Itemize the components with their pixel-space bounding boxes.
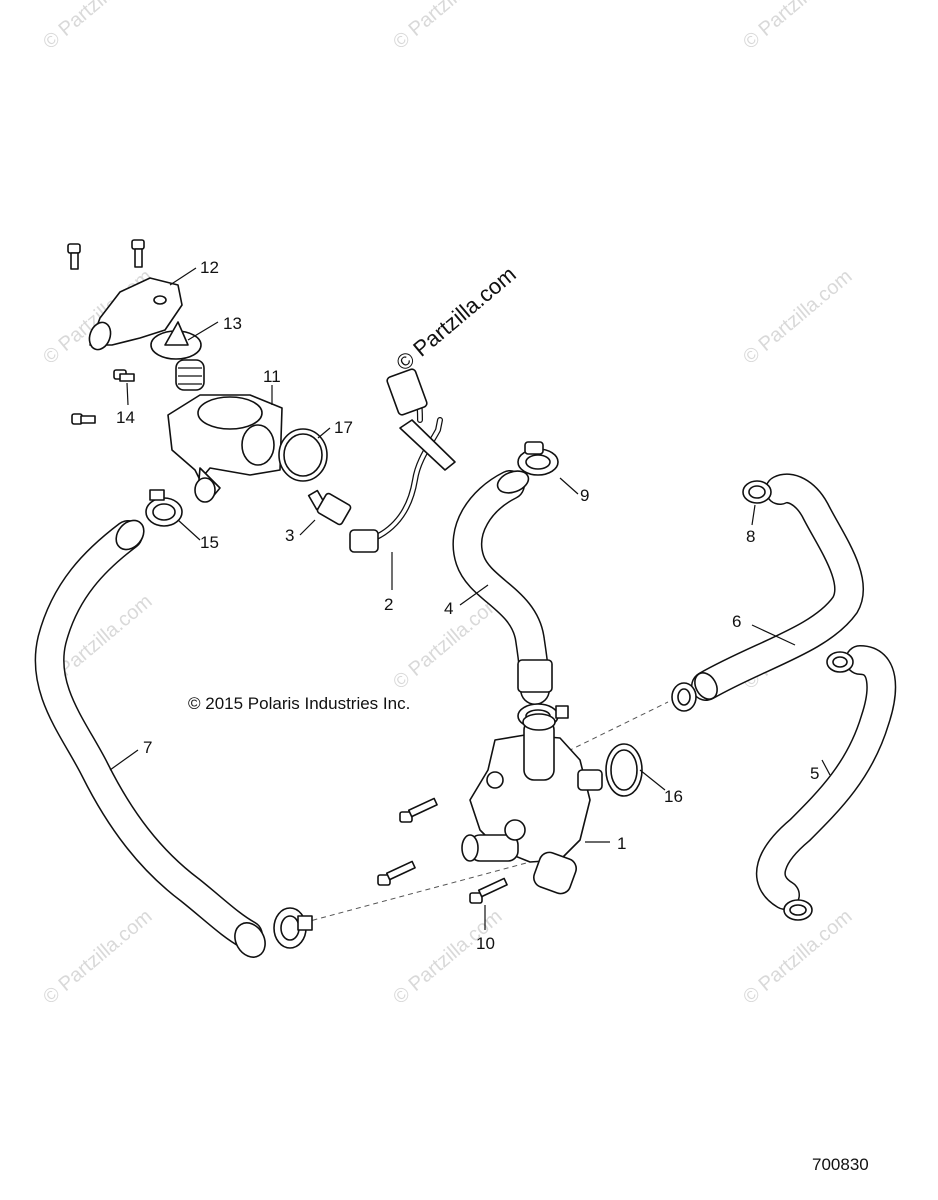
callout-6: 6 (732, 612, 741, 631)
bolt (67, 243, 81, 270)
clamp-hose-7 (273, 907, 313, 949)
watermark-text: © Partzilla.com (389, 0, 506, 54)
callout-5: 5 (810, 764, 819, 783)
callout-9: 9 (580, 486, 589, 505)
callout-16: 16 (664, 787, 683, 806)
watermark-text: © Partzilla.com (739, 905, 856, 1008)
callout-2: 2 (384, 595, 393, 614)
callouts: 1 2 3 4 5 6 7 8 9 10 11 12 13 14 15 16 1… (116, 258, 819, 953)
clamp-hose-5-top (826, 651, 854, 673)
callout-3: 3 (285, 526, 294, 545)
o-ring-17-inner (283, 433, 323, 477)
callout-14: 14 (116, 408, 135, 427)
watermark-text: © Partzilla.com (39, 905, 156, 1008)
clamp-8 (742, 480, 772, 504)
clamp-hose-6 (671, 682, 697, 712)
bolt (71, 413, 96, 425)
leader-lines (109, 267, 831, 930)
thermostat-cover-12 (88, 277, 183, 351)
figure-number: 700830 (812, 1155, 869, 1174)
watermark-text: © Partzilla.com (739, 0, 856, 54)
temperature-sensor-3 (307, 489, 352, 526)
bolt (131, 239, 145, 268)
callout-11: 11 (263, 367, 281, 386)
callout-1: 1 (617, 834, 626, 853)
clamp-hose-5-bottom (783, 899, 813, 921)
callout-4: 4 (444, 599, 453, 618)
water-pump-1 (461, 713, 603, 895)
callout-15: 15 (200, 533, 219, 552)
hose-7 (34, 519, 266, 958)
bolt-10 (469, 877, 508, 904)
callout-8: 8 (746, 527, 755, 546)
watermark-text: © Partzilla.com (39, 0, 156, 54)
thermostat-13 (150, 321, 205, 391)
hose-4 (452, 470, 553, 705)
clamp-15 (145, 489, 183, 527)
bolt-10 (377, 860, 416, 886)
callout-13: 13 (223, 314, 242, 333)
o-ring-16-inner (610, 749, 638, 791)
wiring-harness-2 (349, 368, 456, 553)
bolt-14 (113, 369, 135, 382)
callout-7: 7 (143, 738, 152, 757)
watermark-text: © Partzilla.com (739, 265, 856, 368)
callout-10: 10 (476, 934, 495, 953)
watermark-text: © Partzilla.com (389, 905, 506, 1008)
copyright-text: © 2015 Polaris Industries Inc. (188, 694, 410, 713)
callout-17: 17 (334, 418, 353, 437)
callout-12: 12 (200, 258, 219, 277)
hose-6 (691, 473, 865, 701)
bolt-10 (399, 797, 438, 823)
hose-5 (755, 645, 897, 910)
assembly-lines (294, 701, 669, 926)
watermark-main: © Partzilla.com (391, 261, 521, 375)
thermostat-housing-11 (167, 394, 283, 503)
clamp-9 (517, 441, 559, 476)
